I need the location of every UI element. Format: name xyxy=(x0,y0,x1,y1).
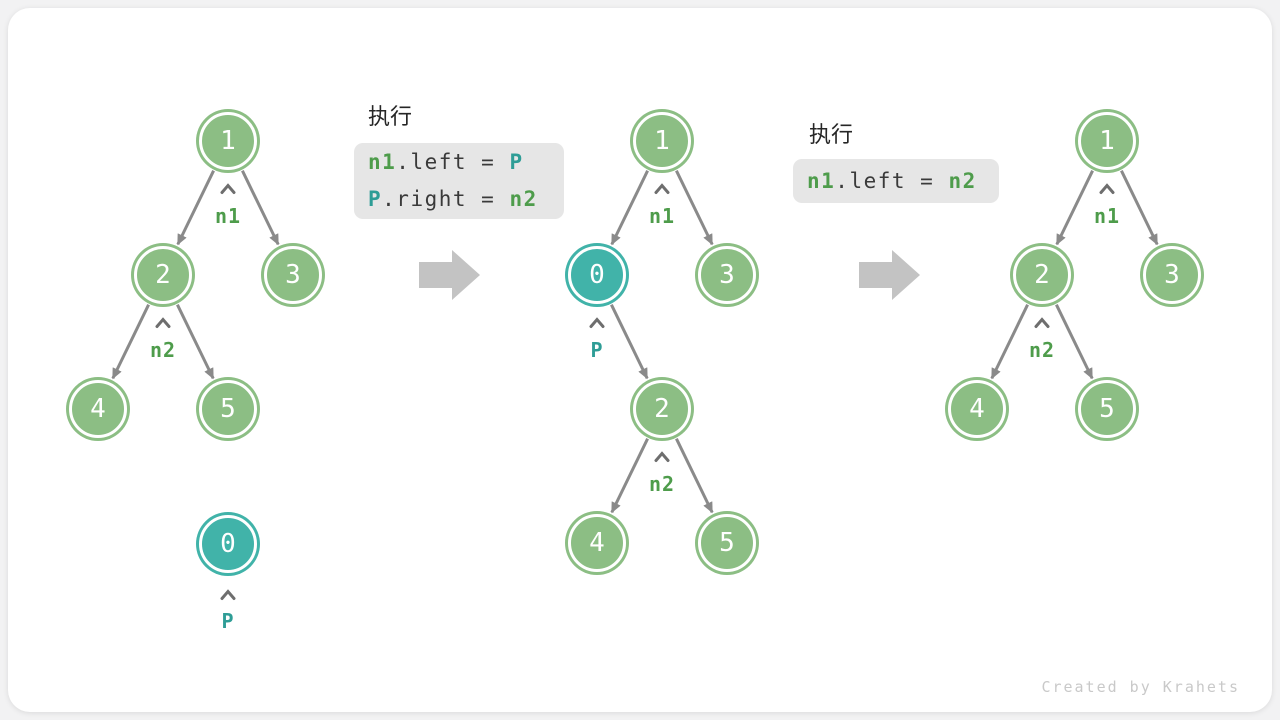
code-block-title: 执行 xyxy=(809,122,854,147)
code-token: P xyxy=(368,187,383,211)
code-line: P.right = n2 xyxy=(368,181,550,218)
code-token: .left = xyxy=(396,150,510,174)
pointer-label: n2 xyxy=(648,472,676,496)
code-token: P xyxy=(509,150,524,174)
tree-node: 2 xyxy=(633,380,691,438)
tree-node: 3 xyxy=(264,246,322,304)
tree-node: 1 xyxy=(1078,112,1136,170)
code-block: n1.left = P P.right = n2 xyxy=(354,143,564,219)
tree-node-p: 0 xyxy=(568,246,626,304)
pointer-label: P xyxy=(221,609,235,633)
tree-node: 5 xyxy=(698,514,756,572)
pointer-label: P xyxy=(590,338,604,362)
tree-node: 4 xyxy=(568,514,626,572)
code-token: .right = xyxy=(382,187,510,211)
pointer-label: n2 xyxy=(1028,338,1056,362)
tree-node: 4 xyxy=(948,380,1006,438)
code-token: n2 xyxy=(948,168,977,193)
tree-node: 3 xyxy=(698,246,756,304)
code-line: n1.left = n2 xyxy=(807,163,985,200)
code-token: n1 xyxy=(368,150,397,174)
code-token: n2 xyxy=(509,187,538,211)
code-block-title: 执行 xyxy=(368,104,413,129)
tree-node-p: 0 xyxy=(199,515,257,573)
watermark: Created by Krahets xyxy=(1041,678,1240,696)
tree-node: 3 xyxy=(1143,246,1201,304)
code-token: .left = xyxy=(835,168,949,193)
pointer-label: n1 xyxy=(648,204,676,228)
code-block: n1.left = n2 xyxy=(793,159,999,203)
tree-node: 2 xyxy=(1013,246,1071,304)
pointer-label: n1 xyxy=(1093,204,1121,228)
tree-node: 2 xyxy=(134,246,192,304)
pointer-label: n1 xyxy=(214,204,242,228)
tree-node: 1 xyxy=(199,112,257,170)
tree-node: 4 xyxy=(69,380,127,438)
tree-node: 5 xyxy=(199,380,257,438)
pointer-label: n2 xyxy=(149,338,177,362)
tree-node: 1 xyxy=(633,112,691,170)
tree-node: 5 xyxy=(1078,380,1136,438)
code-token: n1 xyxy=(807,168,836,193)
card xyxy=(8,8,1272,712)
code-line: n1.left = P xyxy=(368,144,550,181)
